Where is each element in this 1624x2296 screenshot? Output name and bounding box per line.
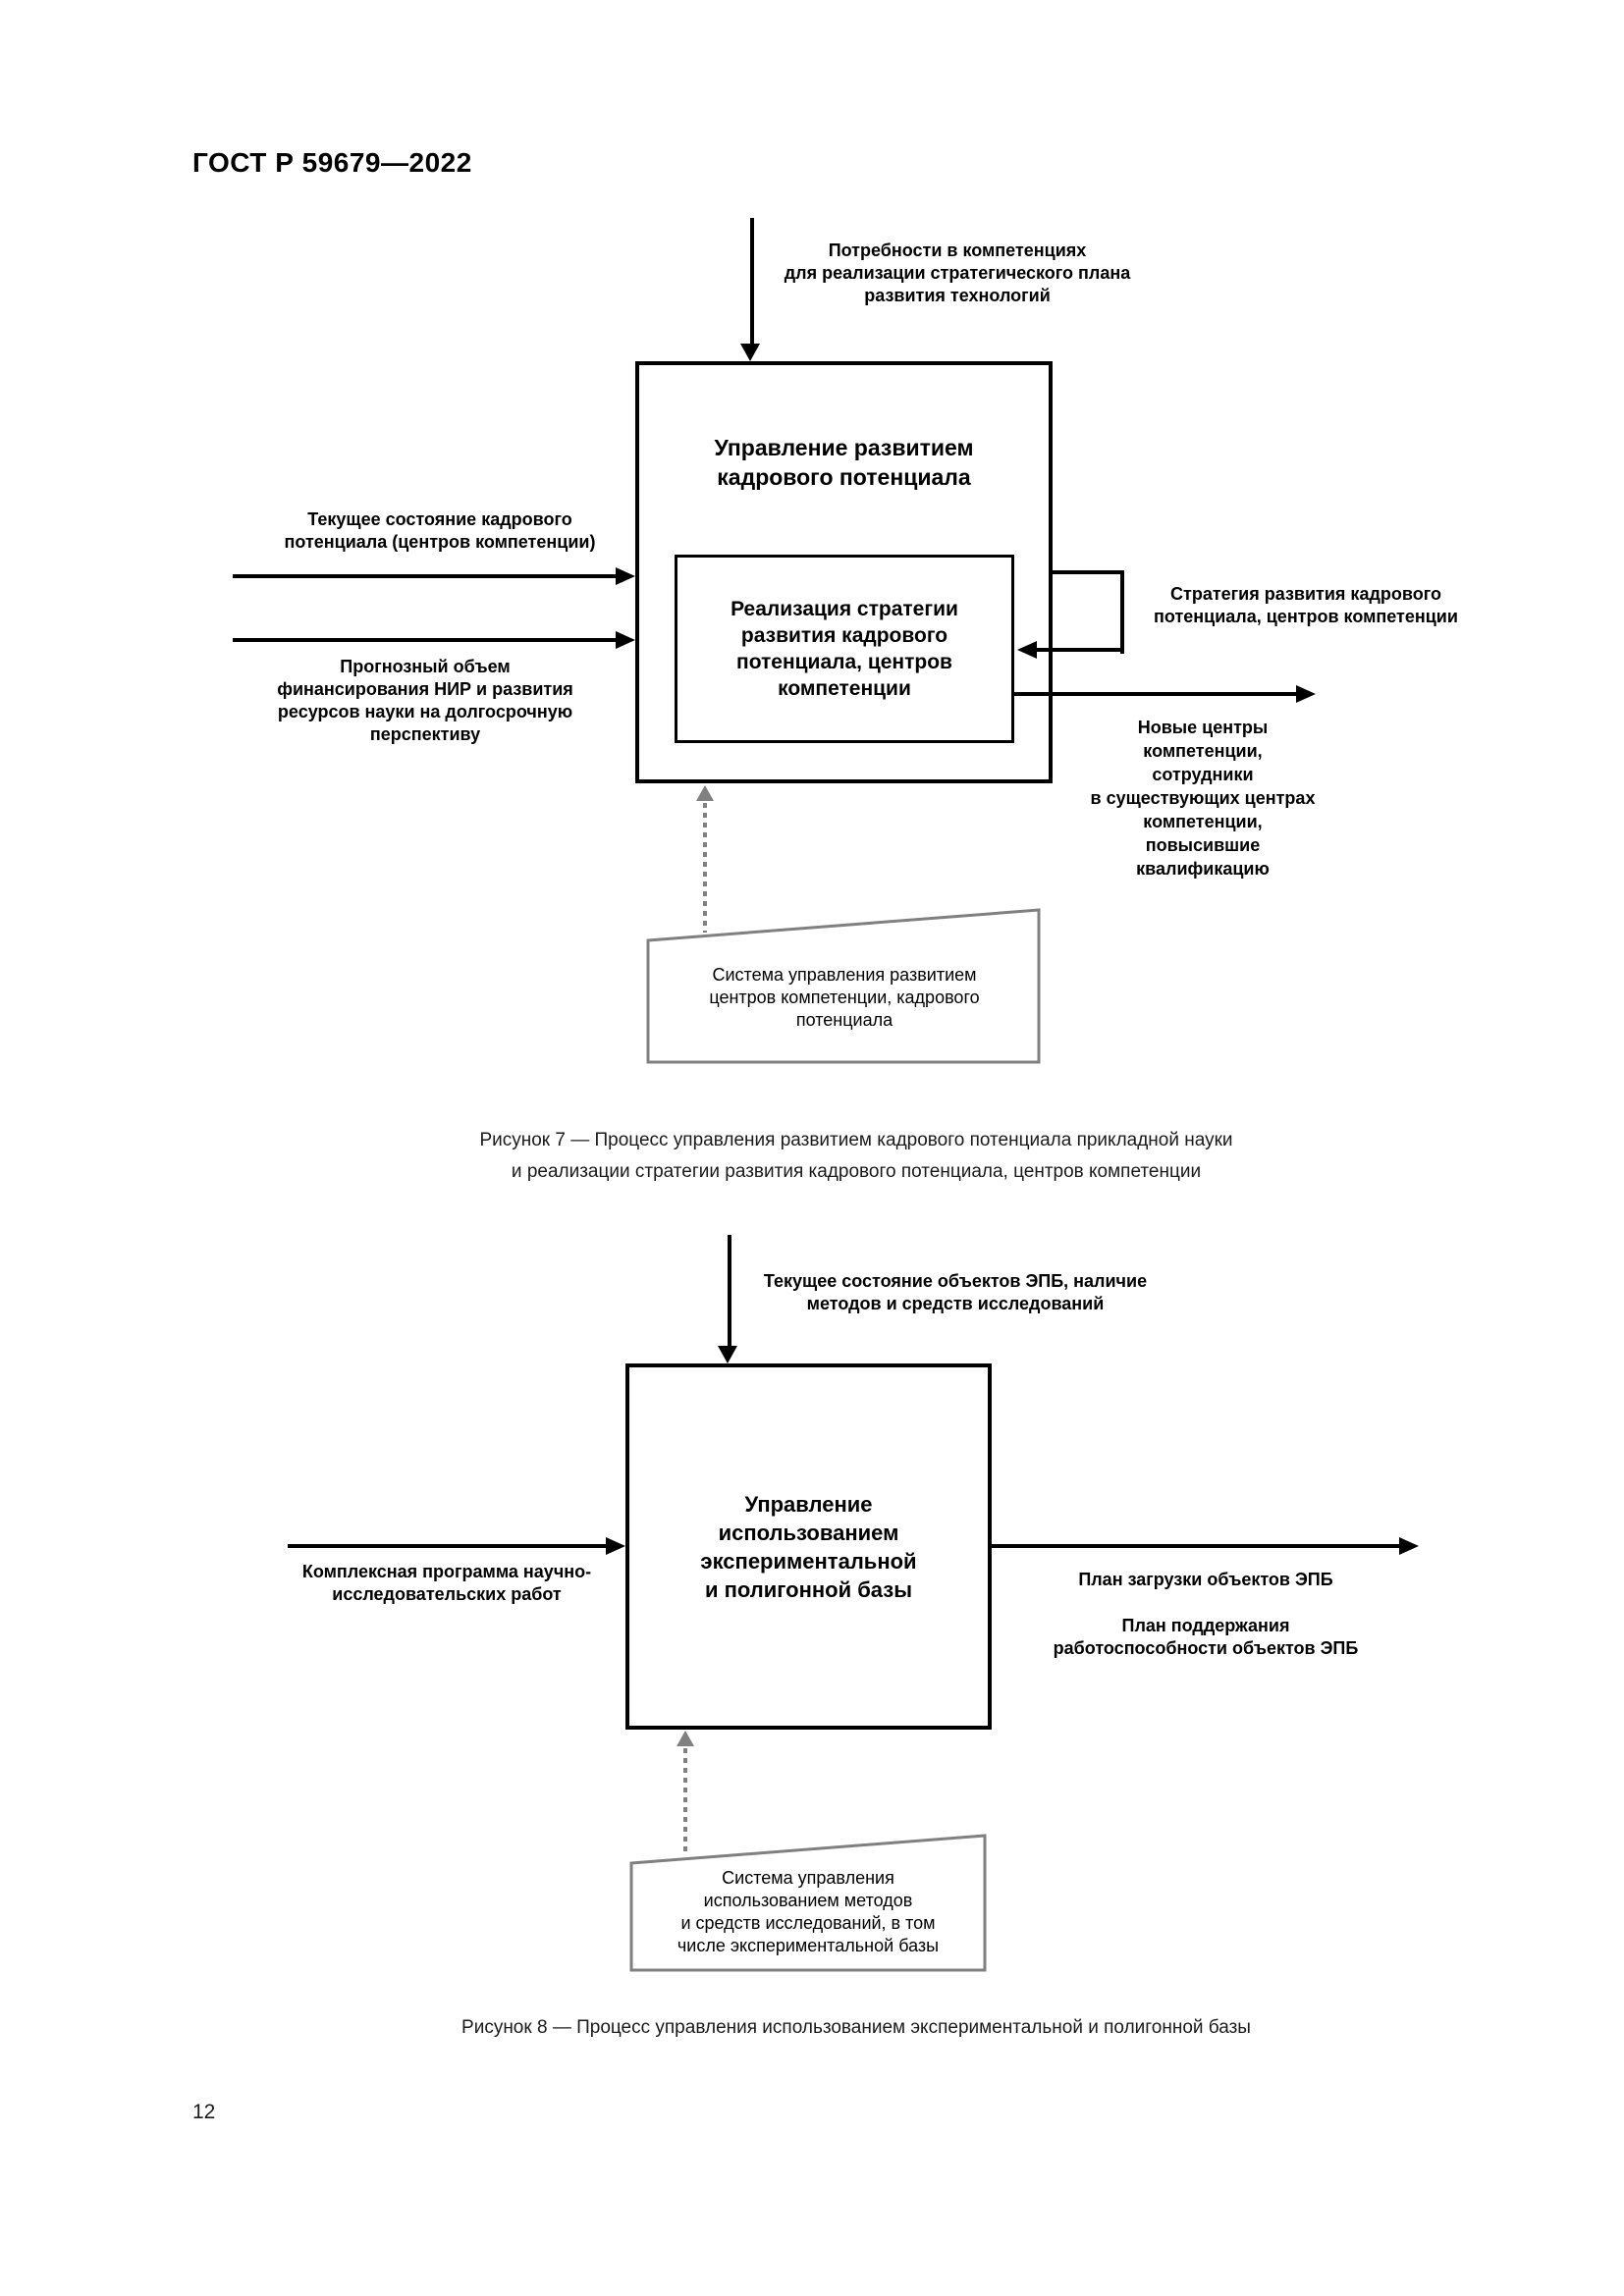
figure8-main-box: Управление использованием эксперименталь… [625,1363,992,1730]
figure7-new-centers-label: Новые центры компетенции, сотрудники в с… [1090,718,1316,879]
figure7-output-arrowhead-icon [1296,685,1316,703]
figure7-output-arrow-line [1011,692,1298,696]
figure8-output-arrowhead-icon [1399,1537,1419,1555]
figure7-inner-box: Реализация стратегии развития кадрового … [675,555,1014,743]
figure8-output1-label: План загрузки объектов ЭПБ [1078,1570,1333,1589]
figure8-input-arrow-line [288,1544,608,1548]
figure8-top-input-arrow-line [728,1235,731,1346]
figure7-mechanism-arrowhead-icon [696,785,714,801]
figure8-mechanism-label: Система управления использованием методо… [677,1868,940,1955]
figure8-output2-label: План поддержания работоспособности объек… [1053,1616,1359,1658]
figure8-top-input-arrowhead-icon [718,1346,737,1363]
figure7-loop-line-top [1049,570,1124,574]
figure8-top-input-label: Текущее состояние объектов ЭПБ, наличие … [763,1271,1148,1313]
figure8-mechanism-arrowhead-icon [677,1731,694,1746]
figure7-input2-arrow-line [233,638,618,642]
figure7-mechanism-label: Система управления развитием центров ком… [709,965,980,1030]
figure8-output-arrow-line [988,1544,1399,1548]
figure8-mechanism-shape [629,1834,987,1972]
figure7-input1-arrow-line [233,574,618,578]
figure7-top-input-arrowhead-icon [740,344,760,361]
figure8-mechanism-arrow-line [683,1748,687,1856]
figure7-top-input-label: Потребности в компетенциях для реализаци… [784,240,1131,305]
figure7-input1-label: Текущее состояние кадрового потенциала (… [284,509,596,552]
figure7-main-box-title: Управление развитием кадрового потенциал… [714,435,974,490]
figure7-mechanism-shape [646,908,1041,1064]
page-number: 12 [192,2101,216,2123]
figure7-input2-label: Прогнозный объем финансирования НИР и ра… [277,657,573,744]
figure7-input2-arrowhead-icon [616,631,635,649]
page-header: ГОСТ Р 59679—2022 [192,147,472,178]
figure8-input-label: Комплексная программа научно- исследоват… [301,1562,592,1604]
figure7-caption: Рисунок 7 — Процесс управления развитием… [479,1130,1233,1182]
figure7-mechanism-arrow-line [703,803,707,933]
figure8-caption: Рисунок 8 — Процесс управления использов… [461,2017,1251,2038]
figure7-loop-line-right [1120,570,1124,654]
figure7-input1-arrowhead-icon [616,567,635,585]
figure7-loop-arrowhead-icon [1017,641,1037,659]
figure7-top-input-arrow-line [750,218,754,346]
figure7-loop-line-bottom [1035,648,1124,652]
figure7-strategy-output-label: Стратегия развития кадрового потенциала,… [1154,584,1458,626]
figure8-input-arrowhead-icon [606,1537,625,1555]
